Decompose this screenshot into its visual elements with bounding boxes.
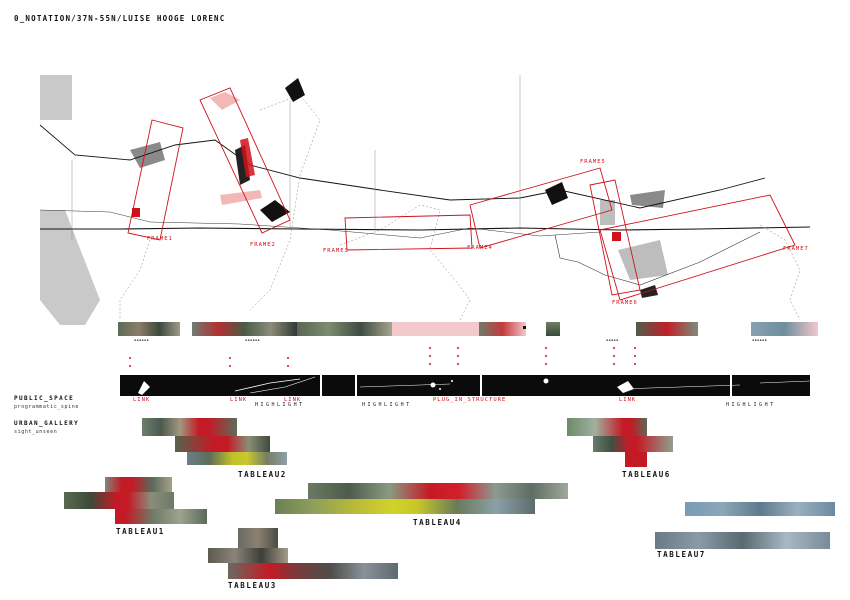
tableau-7-label: TABLEAU7	[657, 550, 706, 559]
land-block-top	[40, 75, 72, 120]
plug-in-structure-label: PLUG_IN_STRUCTURE	[433, 397, 507, 403]
tableau-6-label: TABLEAU6	[622, 470, 671, 479]
frame-3-box	[344, 214, 473, 251]
frame-5-box	[589, 179, 641, 296]
tableau-6-collage	[567, 418, 647, 436]
highlight-label: HIGHLIGHT	[255, 402, 305, 408]
building-mass	[630, 190, 665, 208]
route-line-south	[554, 231, 761, 286]
frame-label-5: FRAME5	[580, 159, 606, 165]
frame-label-1: FRAME1	[147, 236, 173, 242]
link-label: LINK	[133, 397, 151, 403]
tableau-7-collage	[685, 502, 835, 516]
tableau-4-label: TABLEAU4	[413, 518, 462, 527]
route-line	[39, 124, 766, 209]
tableau-2-collage	[142, 418, 237, 436]
main-axis-line	[40, 226, 811, 231]
tableau-2-label: TABLEAU2	[238, 470, 287, 479]
frame-label-3: FRAME3	[323, 248, 349, 254]
highlight-label: HIGHLIGHT	[726, 402, 776, 408]
tableau-3-collage	[238, 528, 278, 548]
legend-programmatic-spine: programmatic_spine	[14, 404, 79, 410]
link-label: LINK	[284, 397, 302, 403]
link-label: LINK	[619, 397, 637, 403]
frame-label-2: FRAME2	[250, 242, 276, 248]
route-line-secondary	[39, 209, 601, 239]
frame-6-box	[599, 194, 796, 301]
land-block-left	[40, 210, 100, 325]
programmatic-spine-bar	[120, 375, 810, 396]
tableau-3-label: TABLEAU3	[228, 581, 277, 590]
frame-label-7: FRAME7	[783, 246, 809, 252]
tableau-4-collage	[308, 483, 568, 499]
frame-1-box	[127, 119, 184, 241]
frame-4-box	[469, 167, 613, 249]
frame-label-4: FRAME4	[467, 245, 493, 251]
legend-sight-unseen: sight_unseen	[14, 429, 58, 435]
legend-urban-gallery: URBAN_GALLERY	[14, 420, 80, 427]
building-mass	[130, 142, 165, 168]
frame-label-6: FRAME6	[612, 300, 638, 306]
highlight-label: HIGHLIGHT	[362, 402, 412, 408]
tableau-1-collage	[105, 477, 172, 492]
legend-public-space: PUBLIC_SPACE	[14, 395, 75, 402]
photo-strip-top	[118, 322, 818, 336]
page-title: 0_NOTATION/37N-55N/LUISE HOOGE LORENC	[14, 14, 226, 23]
frame-2-box	[199, 87, 291, 234]
tableau-1-label: TABLEAU1	[116, 527, 165, 536]
link-label: LINK	[230, 397, 248, 403]
